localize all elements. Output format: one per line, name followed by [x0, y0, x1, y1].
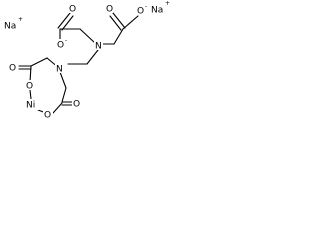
upper-amine-nitrogen: N: [95, 42, 102, 52]
right-carboxyl-anion-o-knockout: [136, 5, 144, 15]
ring-left-ester-o-knockout: [25, 80, 35, 90]
bond-right-carboxyl-co-double-b: [109, 15, 122, 31]
bond-right-carboxyl-co-double-a: [112, 12, 126, 29]
bond-lines: [18, 12, 139, 114]
bond-right-carboxyl-co-single: [122, 15, 139, 30]
upper-nitrogen-knockout: [94, 40, 103, 50]
nickel-knockout: [25, 99, 39, 110]
left-carboxyl-anion-charge: -: [65, 37, 67, 44]
right-carboxyl-anion-charge: -: [145, 3, 147, 10]
right-carboxyl-carbonyl-oxygen: O: [106, 5, 113, 15]
right-carboxyl-anion-oxygen: O: [137, 7, 144, 17]
atom-labels: Na + Na + O O - O O - N N O O Ni O: [4, 0, 170, 121]
sodium-ion-right-charge: +: [165, 0, 170, 7]
ring-left-carbonyl-oxygen: O: [9, 64, 16, 74]
bond-left-carboxyl-co-double-a: [57, 12, 71, 29]
ring-right-carbonyl-o-knockout: [72, 98, 82, 108]
bond-lower-n-right-ch2: [59, 71, 67, 89]
left-carboxyl-carbonyl-oxygen: O: [69, 5, 76, 15]
lower-nitrogen-knockout: [55, 63, 64, 73]
sodium-ion-left-label: Na: [4, 22, 16, 32]
bond-ring-right-ch2-c: [61, 87, 67, 103]
bond-left-carboxyl-co-double-b: [61, 15, 74, 31]
bond-ring-left-ch2-c: [30, 57, 48, 67]
ring-right-carbonyl-oxygen: O: [73, 100, 80, 110]
bond-ring-left-o-ni: [29, 89, 32, 100]
bond-right-ch2: [113, 28, 124, 45]
lower-amine-nitrogen: N: [56, 65, 63, 75]
ring-right-ester-oxygen: O: [44, 111, 51, 121]
bond-ring-left-c-o: [29, 65, 32, 83]
nickel-atom: Ni: [26, 101, 35, 111]
bond-upper-n-ch2: [86, 49, 99, 65]
left-carboxyl-anion-oxygen: O: [57, 41, 64, 51]
left-carboxyl-anion-o-knockout: [56, 39, 64, 49]
sodium-ion-right-label: Na: [151, 6, 163, 16]
sodium-ion-left-charge: +: [18, 16, 23, 23]
chemical-structure-diagram: Na + Na + O O - O O - N N O O Ni O: [4, 0, 170, 121]
ring-left-carbonyl-o-knockout: [8, 62, 18, 72]
right-carboxyl-o-knockout: [105, 3, 113, 13]
bond-left-ch2-n: [79, 28, 96, 44]
ring-right-ester-o-knockout: [43, 109, 53, 119]
ring-left-ester-oxygen: O: [26, 82, 33, 92]
bond-ring-right-c-o: [52, 102, 63, 114]
left-carboxyl-o-knockout: [68, 3, 76, 13]
